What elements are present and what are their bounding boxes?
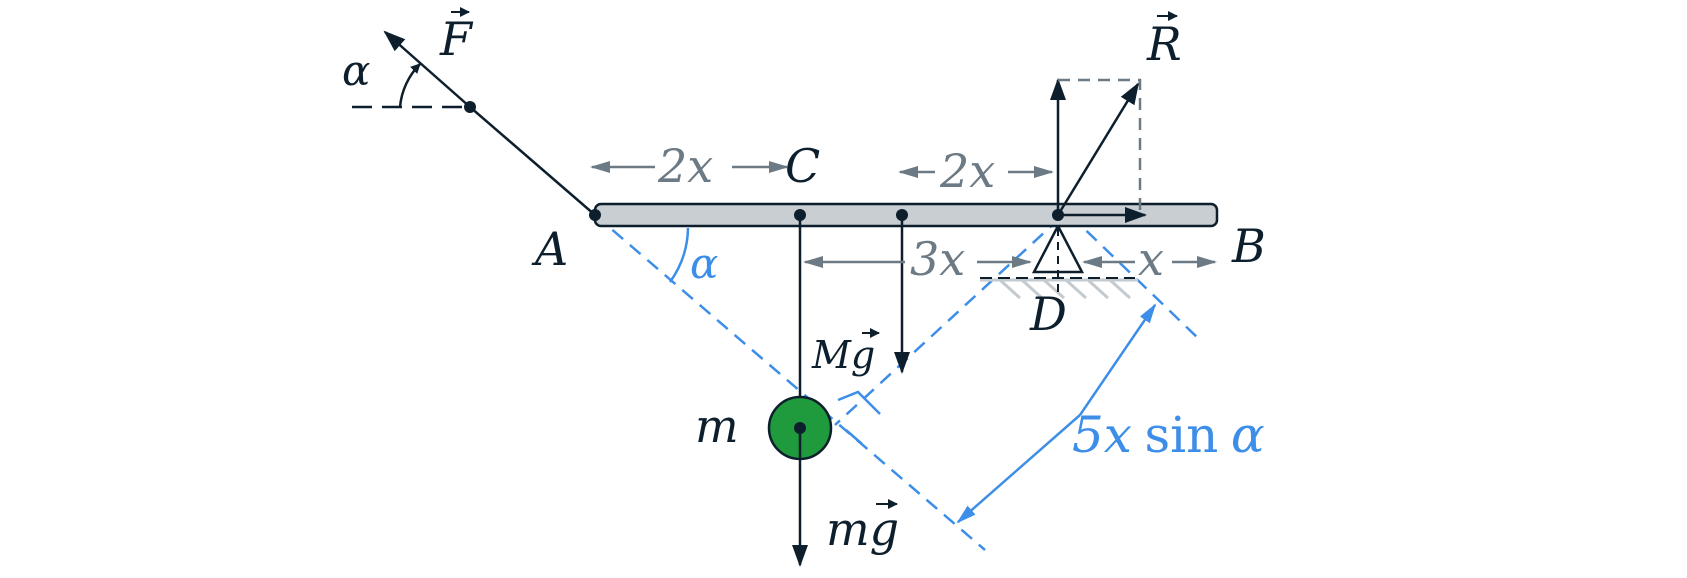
mass-center-dot xyxy=(794,422,806,434)
label-dim-ac: 2x xyxy=(657,139,713,193)
points xyxy=(464,101,1064,434)
label-dim-x: x xyxy=(1138,232,1164,286)
right-angle-marks xyxy=(837,390,881,445)
label-force-f: F xyxy=(439,7,474,66)
label-weight-mass-text: mg xyxy=(826,502,899,556)
label-point-d: D xyxy=(1029,287,1067,341)
label-alpha-top: α xyxy=(342,46,370,95)
label-weight-mass: mg xyxy=(826,499,899,556)
reaction-r-arrow xyxy=(1056,82,1140,216)
right-angle-mark-upper xyxy=(837,390,881,415)
rope-a xyxy=(469,106,596,216)
force-f-arrow xyxy=(383,30,471,108)
lever-arm-dimension-a xyxy=(1078,303,1157,416)
dimension-arrows xyxy=(590,161,1217,268)
ground-hatch xyxy=(980,278,1138,300)
label-weight-beam-g: g xyxy=(851,333,875,377)
label-point-c: C xyxy=(785,139,820,193)
label-point-a: A xyxy=(531,222,568,276)
construction-lines xyxy=(594,214,1201,551)
label-alpha-lower: α xyxy=(690,239,718,288)
angle-arc-top xyxy=(398,63,421,108)
label-point-b: B xyxy=(1231,219,1266,273)
point-d-dot xyxy=(1052,209,1064,221)
f-reference-dot xyxy=(464,101,476,113)
label-weight-mass-m: m xyxy=(826,502,870,556)
label-dim-d-left: 2x xyxy=(939,144,995,198)
reaction-box-dashed xyxy=(1058,78,1142,215)
label-weight-beam: Mg xyxy=(811,328,880,377)
lever-arm-dimension-b xyxy=(956,414,1081,524)
label-lever-arm-fn: sin xyxy=(1145,406,1219,464)
label-mass-m: m xyxy=(695,399,739,453)
label-weight-beam-text: Mg xyxy=(811,333,875,377)
label-lever-arm: 5x sin α xyxy=(1072,406,1265,464)
label-reaction-r-text: R xyxy=(1146,17,1182,71)
label-weight-beam-m: M xyxy=(811,333,852,377)
label-lever-arm-var: α xyxy=(1231,406,1265,464)
perpendicular-from-d xyxy=(834,217,1061,426)
beam-center-dot xyxy=(896,209,908,221)
point-c-dot xyxy=(794,209,806,221)
label-lever-arm-num: 5x xyxy=(1072,406,1132,464)
label-force-f-text: F xyxy=(439,12,474,66)
angle-arc-lower xyxy=(668,227,690,283)
label-reaction-r: R xyxy=(1146,11,1182,71)
label-dim-3x: 3x xyxy=(910,232,965,286)
line-of-action-f-extension xyxy=(594,214,986,551)
dashed-upper-parallel xyxy=(1069,214,1201,341)
point-a-dot xyxy=(589,209,601,221)
label-weight-mass-g: g xyxy=(870,502,899,556)
right-angle-mark-lower xyxy=(845,429,863,445)
